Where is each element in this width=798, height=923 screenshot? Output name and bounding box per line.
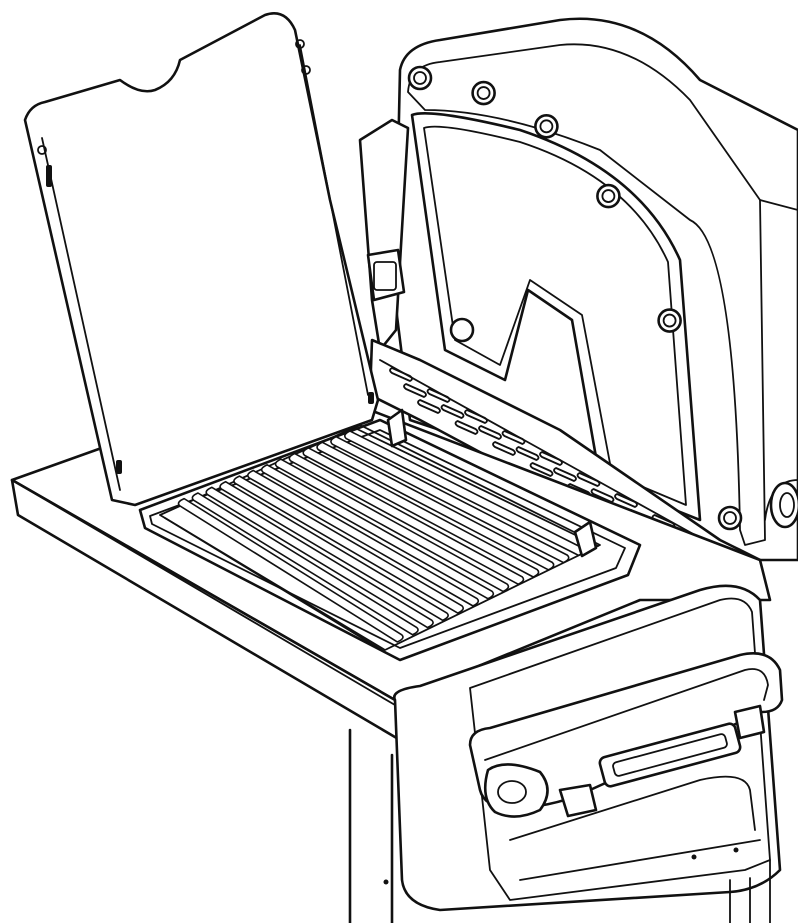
vent-slot	[492, 441, 516, 456]
grate-rod	[177, 497, 404, 643]
lid-bolt	[471, 80, 496, 106]
front-handle[interactable]	[468, 652, 784, 881]
vent-slot	[417, 399, 441, 414]
side-burner-lid	[23, 12, 380, 507]
lid-bolts	[407, 65, 743, 531]
grate-rod	[316, 441, 555, 571]
lid-bolt	[657, 308, 682, 333]
grate-rod	[205, 486, 434, 629]
lid-window-panel	[410, 112, 702, 522]
grate-rod	[288, 452, 525, 586]
grate-rod	[219, 480, 449, 622]
vent-slot	[553, 467, 577, 482]
vent-slot	[529, 462, 554, 477]
lid-bolt	[717, 505, 743, 531]
lid-bolt	[596, 183, 621, 209]
vent-slot	[478, 425, 502, 440]
grate-rod	[274, 458, 510, 593]
grate-rod	[247, 469, 480, 607]
grate-rod	[191, 492, 419, 636]
grate-rod	[302, 447, 540, 578]
vent-slot	[403, 383, 427, 398]
lid-bolt	[407, 65, 433, 91]
rear-hinge-bracket	[358, 118, 410, 352]
vent-slot	[515, 446, 540, 461]
cooking-grate	[159, 408, 601, 653]
grate-rod	[233, 475, 464, 614]
vent-slot	[440, 404, 465, 419]
grate-rod	[330, 435, 570, 564]
grate-rods	[177, 430, 585, 643]
lid-bolt	[534, 114, 559, 139]
vent-slot	[454, 420, 479, 435]
grate-rod	[260, 464, 495, 600]
